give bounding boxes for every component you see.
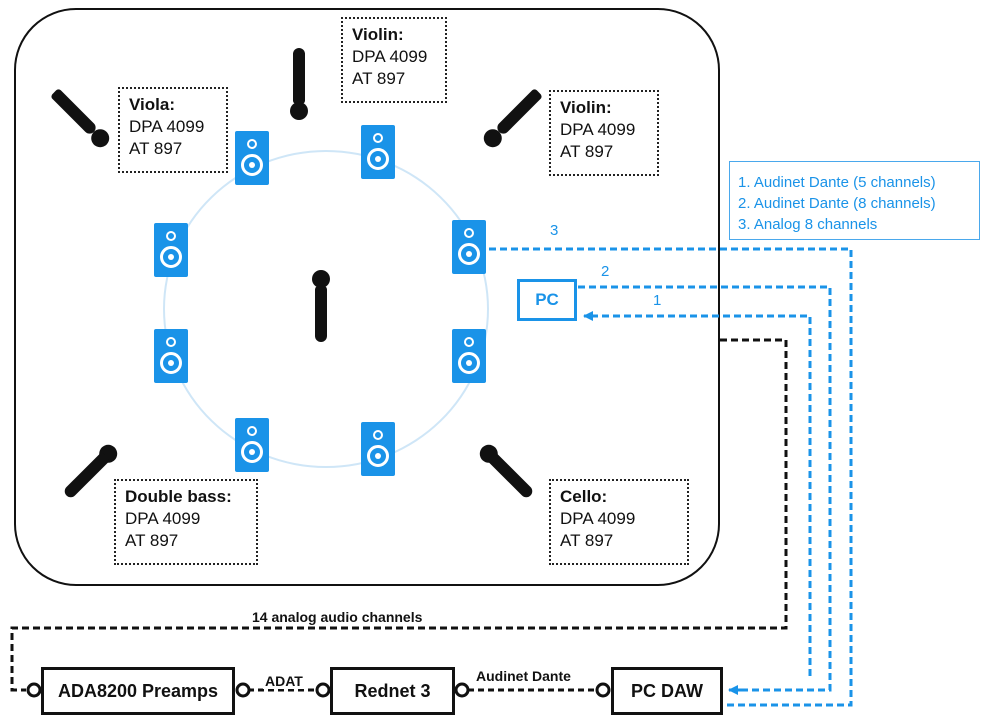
speaker-icon bbox=[361, 422, 395, 476]
link-number-2: 2 bbox=[601, 263, 610, 280]
instrument-label-violin-top: Violin: DPA 4099 AT 897 bbox=[341, 17, 447, 103]
adat-label: ADAT bbox=[263, 673, 305, 689]
legend-item: 3. Analog 8 channels bbox=[738, 216, 878, 233]
mic-model: DPA 4099 bbox=[560, 509, 636, 528]
link-number-1: 1 bbox=[653, 292, 662, 309]
link-2-wire bbox=[578, 285, 832, 692]
microphone-icon bbox=[312, 270, 330, 352]
legend-item: 2. Audinet Dante (8 channels) bbox=[738, 195, 936, 212]
connector-circle bbox=[26, 682, 42, 698]
link-number-3: 3 bbox=[550, 222, 559, 239]
mic-model: DPA 4099 bbox=[352, 47, 428, 66]
speaker-icon bbox=[452, 220, 486, 274]
connector-circle bbox=[315, 682, 331, 698]
instrument-label-violin-right: Violin: DPA 4099 AT 897 bbox=[549, 90, 659, 176]
analog-wire bbox=[10, 338, 788, 692]
rednet-3-box: Rednet 3 bbox=[330, 667, 455, 715]
instrument-label-double-bass: Double bass: DPA 4099 AT 897 bbox=[114, 479, 258, 565]
connector-circle bbox=[235, 682, 251, 698]
mic-model: AT 897 bbox=[560, 142, 614, 161]
connector-circle bbox=[595, 682, 611, 698]
legend-item: 1. Audinet Dante (5 channels) bbox=[738, 174, 936, 191]
instrument-name: Double bass: bbox=[125, 487, 232, 506]
speaker-icon bbox=[154, 223, 188, 277]
instrument-name: Cello: bbox=[560, 487, 608, 506]
mic-model: AT 897 bbox=[125, 531, 179, 550]
link-legend: 1. Audinet Dante (5 channels) 2. Audinet… bbox=[729, 161, 980, 240]
speaker-icon bbox=[235, 131, 269, 185]
speaker-icon bbox=[361, 125, 395, 179]
audinet-dante-label: Audinet Dante bbox=[474, 668, 573, 684]
instrument-name: Violin: bbox=[560, 98, 612, 117]
mic-model: AT 897 bbox=[352, 69, 406, 88]
instrument-name: Viola: bbox=[129, 95, 175, 114]
speaker-icon bbox=[154, 329, 188, 383]
speaker-icon bbox=[452, 329, 486, 383]
connector-circle bbox=[454, 682, 470, 698]
instrument-label-viola: Viola: DPA 4099 AT 897 bbox=[118, 87, 228, 173]
mic-model: DPA 4099 bbox=[560, 120, 636, 139]
mic-model: DPA 4099 bbox=[129, 117, 205, 136]
instrument-name: Violin: bbox=[352, 25, 404, 44]
mic-model: DPA 4099 bbox=[125, 509, 201, 528]
mic-model: AT 897 bbox=[129, 139, 183, 158]
pc-box: PC bbox=[517, 279, 577, 321]
link-3-wire bbox=[489, 247, 853, 707]
analog-channels-label: 14 analog audio channels bbox=[250, 609, 425, 625]
ada8200-preamps-box: ADA8200 Preamps bbox=[41, 667, 235, 715]
recording-room-outline bbox=[14, 8, 720, 586]
instrument-label-cello: Cello: DPA 4099 AT 897 bbox=[549, 479, 689, 565]
mic-model: AT 897 bbox=[560, 531, 614, 550]
link-1-wire bbox=[583, 311, 812, 676]
microphone-icon bbox=[290, 38, 308, 120]
speaker-icon bbox=[235, 418, 269, 472]
pc-daw-box: PC DAW bbox=[611, 667, 723, 715]
speaker-array-circle bbox=[163, 150, 489, 468]
